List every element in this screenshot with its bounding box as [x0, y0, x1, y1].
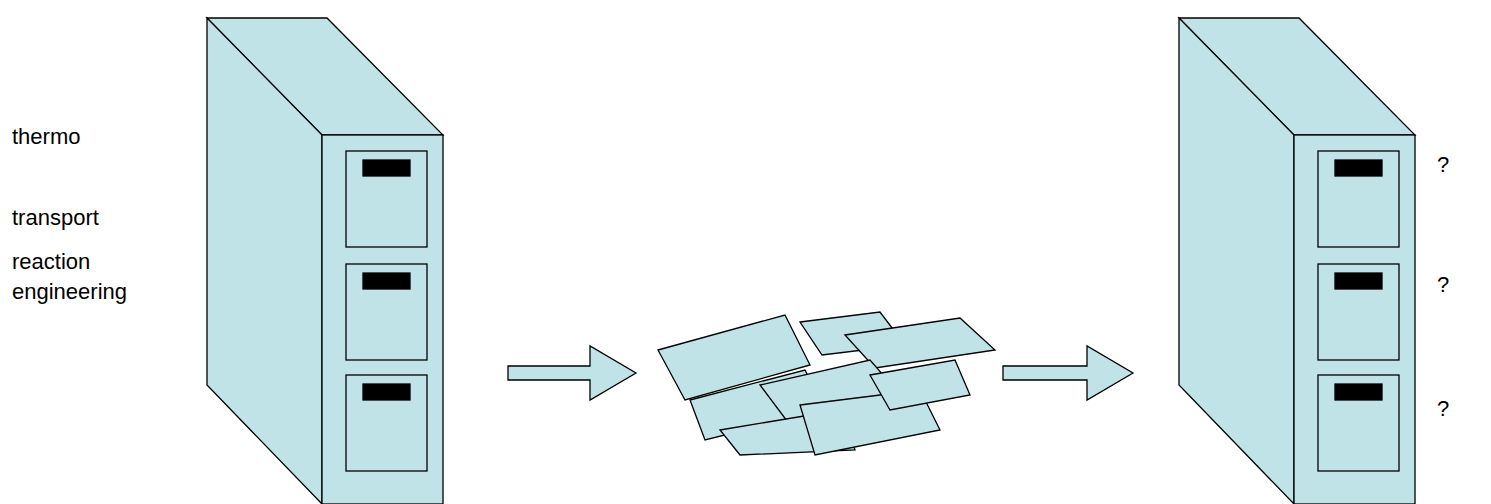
- block-arrow: [508, 346, 636, 400]
- unknown-label: ?: [1437, 394, 1477, 424]
- cabinet-side: [207, 18, 322, 504]
- scattered-papers: [658, 312, 995, 455]
- drawer-label: reaction engineering: [12, 247, 172, 307]
- drawer-handle: [1335, 160, 1382, 176]
- drawer: [1318, 151, 1399, 247]
- drawer-label: transport: [12, 203, 192, 233]
- drawer: [346, 375, 427, 471]
- cabinet-front: [322, 135, 443, 504]
- paper-sheet: [870, 360, 970, 410]
- filing-cabinet-right: [1179, 18, 1415, 504]
- filing-cabinet-left: [207, 18, 443, 504]
- drawer-handle: [363, 160, 410, 176]
- cabinet-side: [1179, 18, 1294, 504]
- drawer-handle: [363, 273, 410, 289]
- drawer: [1318, 375, 1399, 471]
- block-arrow: [1003, 346, 1133, 400]
- drawer-handle: [1335, 384, 1382, 400]
- unknown-label: ?: [1437, 270, 1477, 300]
- cabinet-front: [1294, 135, 1415, 504]
- drawer: [346, 151, 427, 247]
- drawer-label: thermo: [12, 122, 192, 152]
- drawer: [1318, 264, 1399, 360]
- drawer-handle: [363, 384, 410, 400]
- drawer: [346, 264, 427, 360]
- unknown-label: ?: [1437, 150, 1477, 180]
- drawer-handle: [1335, 273, 1382, 289]
